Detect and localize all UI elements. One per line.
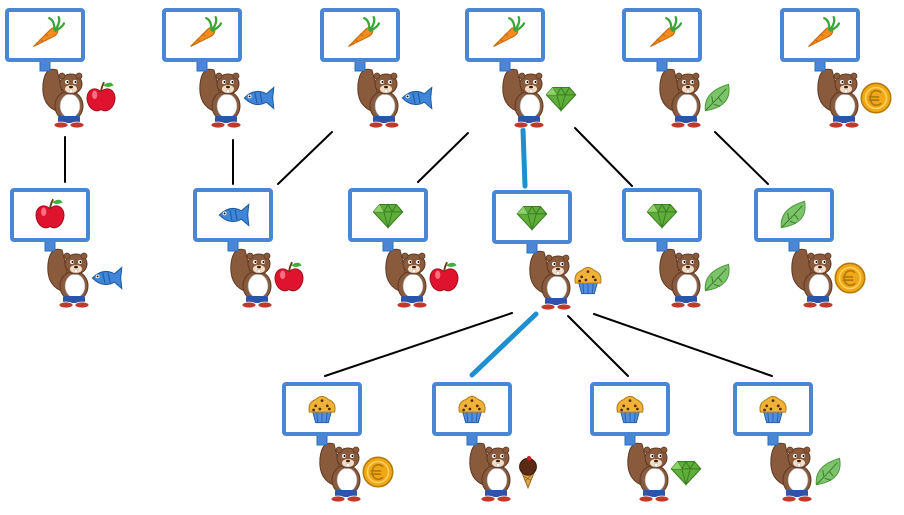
sign-board xyxy=(5,8,85,72)
gem-icon xyxy=(372,203,404,230)
apple-icon xyxy=(86,81,116,112)
fish-icon xyxy=(91,266,123,290)
edge xyxy=(593,313,773,377)
beaver-figure xyxy=(659,68,702,129)
edge xyxy=(574,127,633,187)
leaf-icon xyxy=(780,200,806,229)
sign-board xyxy=(492,190,572,254)
edges-layer xyxy=(64,127,773,378)
beaver-figure xyxy=(199,68,242,129)
muffin-icon xyxy=(759,395,787,424)
trade-node-r2c6 xyxy=(754,188,866,309)
trade-node-r1c2 xyxy=(162,8,275,129)
sign-board xyxy=(162,8,242,72)
trade-node-r2c2 xyxy=(193,188,304,309)
leaf-icon xyxy=(815,457,841,486)
beaver-figure xyxy=(502,68,545,129)
sign-board xyxy=(193,188,273,252)
carrot-icon xyxy=(190,15,223,48)
trade-node-r2c1 xyxy=(10,188,123,309)
apple-icon xyxy=(429,261,459,292)
sign-board xyxy=(622,8,702,72)
carrot-icon xyxy=(348,15,381,48)
beaver-figure xyxy=(230,248,273,309)
gem-icon xyxy=(516,205,548,232)
gem-icon xyxy=(646,203,678,230)
highlighted-edge xyxy=(469,311,539,378)
trade-node-r1c6 xyxy=(780,8,892,129)
beaver-figure xyxy=(770,442,813,503)
nodes-layer xyxy=(5,8,892,503)
muffin-icon xyxy=(458,395,486,424)
beaver-figure xyxy=(319,442,362,503)
apple-icon xyxy=(35,198,65,229)
trade-node-r3c2 xyxy=(432,382,537,503)
trade-node-r2c5 xyxy=(622,188,730,309)
apple-icon xyxy=(274,261,304,292)
beaver-figure xyxy=(817,68,860,129)
trade-node-r2c4 xyxy=(492,190,602,311)
sign-board xyxy=(320,8,400,72)
sign-board xyxy=(10,188,90,252)
beaver-figure xyxy=(47,248,90,309)
sign-board xyxy=(282,382,362,446)
sign-board xyxy=(348,188,428,252)
sign-board xyxy=(780,8,860,72)
trade-node-r3c4 xyxy=(733,382,841,503)
trade-node-r1c4 xyxy=(465,8,577,129)
sign-board xyxy=(465,8,545,72)
muffin-icon xyxy=(308,395,336,424)
edge xyxy=(714,131,769,185)
beaver-figure xyxy=(385,248,428,309)
carrot-icon xyxy=(650,15,683,48)
beaver-figure xyxy=(42,68,85,129)
edge xyxy=(567,315,629,377)
beaver-figure xyxy=(791,248,834,309)
muffin-icon xyxy=(574,266,602,295)
coin-icon xyxy=(860,82,892,114)
muffin-icon xyxy=(616,395,644,424)
sign-board xyxy=(754,188,834,252)
leaf-icon xyxy=(704,83,730,112)
beaver-figure xyxy=(627,442,670,503)
edge xyxy=(324,312,513,377)
trade-node-r2c3 xyxy=(348,188,459,309)
sign-board xyxy=(733,382,813,446)
beaver-figure xyxy=(659,248,702,309)
carrot-icon xyxy=(808,15,841,48)
gem-icon xyxy=(545,86,577,113)
edge xyxy=(417,132,469,183)
trade-node-r3c1 xyxy=(282,382,394,503)
coin-icon xyxy=(362,456,394,488)
fish-icon xyxy=(401,86,433,110)
carrot-icon xyxy=(33,15,66,48)
trade-node-r3c3 xyxy=(590,382,702,503)
coin-icon xyxy=(834,262,866,294)
fish-icon xyxy=(243,86,275,110)
ice-cream-icon xyxy=(519,456,537,490)
trade-node-r1c1 xyxy=(5,8,116,129)
beaver-figure xyxy=(529,250,572,311)
beaver-figure xyxy=(357,68,400,129)
edge xyxy=(277,131,333,185)
beaver-figure xyxy=(469,442,512,503)
leaf-icon xyxy=(704,263,730,292)
sign-board xyxy=(590,382,670,446)
fish-icon xyxy=(218,203,250,227)
sign-board xyxy=(622,188,702,252)
trade-node-r1c3 xyxy=(320,8,433,129)
sign-board xyxy=(432,382,512,446)
highlighted-edge xyxy=(520,127,528,189)
carrot-icon xyxy=(493,15,526,48)
gem-icon xyxy=(670,460,702,487)
trade-node-r1c5 xyxy=(622,8,730,129)
